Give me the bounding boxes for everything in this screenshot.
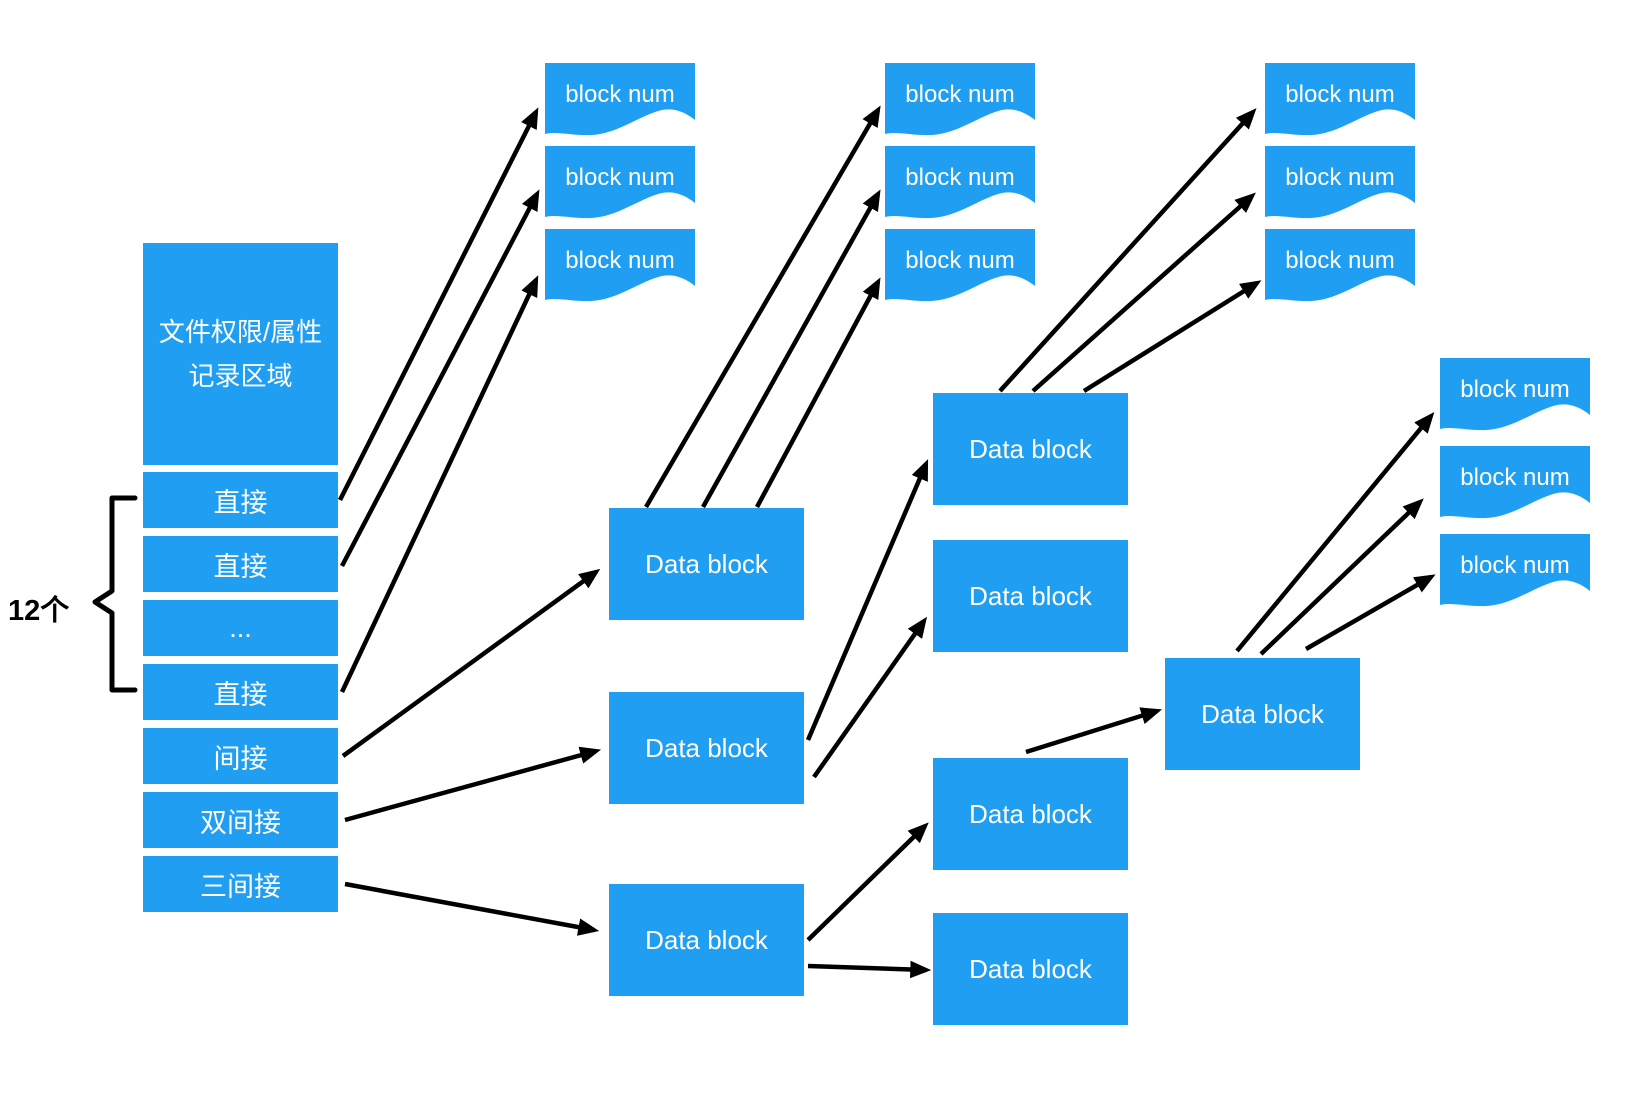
block-num-label: block num [1460, 552, 1570, 579]
arrow-l3-datablock-to-datablock-2 [807, 960, 932, 979]
data-block-double-indirect-l1: Data block [609, 692, 804, 804]
block-num-doc: block num [1265, 63, 1415, 138]
block-num-doc: block num [885, 63, 1035, 138]
data-block-label: Data block [645, 732, 768, 763]
block-num-label: block num [1285, 247, 1395, 274]
data-block-label: Data block [1201, 698, 1324, 729]
block-num-label: block num [1285, 164, 1395, 191]
inode-row-triple-indirect: 三间接 [143, 856, 338, 912]
block-num-doc: block num [1440, 358, 1590, 433]
arrow-direct2-to-blocknum2 [340, 189, 540, 568]
block-num-doc: block num [545, 146, 695, 221]
arrow-l2-datablock-to-blocknum-2 [1031, 192, 1256, 393]
arrow-triple-indirect-to-datablock [344, 881, 600, 936]
inode-row-indirect: 间接 [143, 728, 338, 784]
block-num-label: block num [565, 247, 675, 274]
inode-row-label: 三间接 [200, 871, 281, 902]
inode-attr-line2: 记录区域 [188, 361, 293, 391]
block-num-doc: block num [1265, 229, 1415, 304]
arrow-l2-datablock-to-blocknum-3 [1082, 280, 1262, 393]
data-block-label: Data block [969, 953, 1092, 984]
arrow-indirect-to-datablock [341, 568, 601, 758]
brace-12-direct [92, 495, 138, 693]
block-num-label: block num [1460, 464, 1570, 491]
block-num-label: block num [905, 247, 1015, 274]
block-num-doc: block num [885, 146, 1035, 221]
block-num-label: block num [565, 81, 675, 108]
inode-row-label: ... [229, 612, 252, 643]
data-block-double-indirect-l2-1: Data block [933, 393, 1128, 505]
data-block-label: Data block [969, 798, 1092, 829]
block-num-label: block num [1460, 376, 1570, 403]
arrow-direct1-to-blocknum1 [337, 107, 539, 502]
data-block-label: Data block [645, 924, 768, 955]
block-num-label: block num [1285, 81, 1395, 108]
arrow-l2-datablock-to-datablock-2 [812, 616, 928, 779]
arrow-l2-datablock-to-blocknum-1 [998, 108, 1257, 393]
inode-row-label: 间接 [213, 743, 268, 774]
inode-attr-box: 文件权限/属性 记录区域 [143, 243, 338, 465]
arrow-direct3-to-blocknum3 [339, 275, 539, 693]
data-block-label: Data block [645, 548, 768, 579]
data-block-label: Data block [969, 580, 1092, 611]
arrow-l3-datablock-to-blocknum-2 [1259, 498, 1424, 656]
block-num-doc: block num [1265, 146, 1415, 221]
data-block-triple-indirect-l2-1: Data block [933, 758, 1128, 870]
inode-row-direct-3: 直接 [143, 664, 338, 720]
block-num-doc: block num [1440, 534, 1590, 609]
arrow-double-indirect-to-datablock [344, 746, 602, 823]
inode-row-label: 直接 [213, 551, 268, 582]
inode-row-label: 直接 [213, 679, 268, 710]
block-num-label: block num [905, 81, 1015, 108]
data-block-triple-indirect-l2-2: Data block [933, 913, 1128, 1025]
arrow-l1-datablock-to-blocknum-2 [701, 189, 881, 509]
data-block-double-indirect-l2-2: Data block [933, 540, 1128, 652]
inode-row-ellipsis: ... [143, 600, 338, 656]
arrow-l3-datablock-to-datablock-1 [806, 822, 929, 942]
inode-row-direct-2: 直接 [143, 536, 338, 592]
arrow-l3-datablock-to-blocknum-1 [1235, 411, 1435, 653]
inode-row-direct-1: 直接 [143, 472, 338, 528]
arrow-l3-mid-datablock-to-datablock [1025, 707, 1163, 755]
inode-attr-line1: 文件权限/属性 [158, 317, 323, 347]
data-block-triple-indirect-l3: Data block [1165, 658, 1360, 770]
data-block-indirect-l1: Data block [609, 508, 804, 620]
block-num-doc: block num [545, 229, 695, 304]
inode-row-label: 直接 [213, 487, 268, 518]
block-num-label: block num [905, 164, 1015, 191]
block-num-doc: block num [885, 229, 1035, 304]
data-block-label: Data block [969, 433, 1092, 464]
block-num-doc: block num [1440, 446, 1590, 521]
inode-row-double-indirect: 双间接 [143, 792, 338, 848]
direct-count-label: 12个 [8, 595, 70, 627]
data-block-triple-indirect-l1: Data block [609, 884, 804, 996]
arrow-l1-datablock-to-blocknum-3 [755, 277, 881, 509]
arrow-l1-datablock-to-blocknum-1 [644, 105, 881, 509]
block-num-label: block num [565, 164, 675, 191]
arrow-l3-datablock-to-blocknum-3 [1304, 574, 1436, 651]
inode-row-label: 双间接 [200, 807, 281, 838]
arrow-l2-datablock-to-datablock-1 [805, 459, 929, 741]
block-num-doc: block num [545, 63, 695, 138]
